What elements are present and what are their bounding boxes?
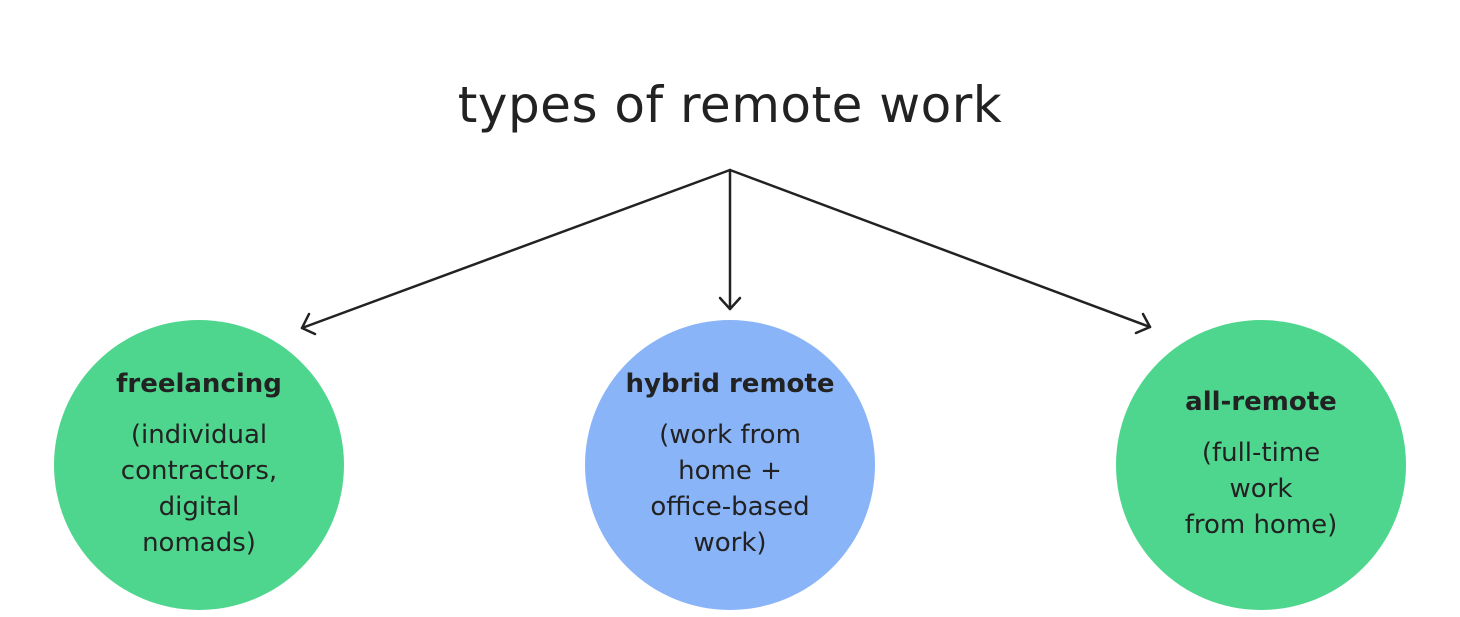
description-line: (full-time xyxy=(1201,437,1321,468)
description-line: office-based xyxy=(650,491,810,522)
node-description: (individual contractors, digital nomads) xyxy=(121,417,277,561)
diagram-title: types of remote work xyxy=(457,76,1003,134)
arrow-to-freelancing xyxy=(300,168,732,330)
node-description: (full-time work from home) xyxy=(1185,435,1338,543)
description-line: work xyxy=(1229,473,1293,504)
arrowhead-hybrid-remote xyxy=(718,296,742,311)
description-line: contractors, xyxy=(120,455,278,486)
description-line: home + xyxy=(678,455,782,486)
arrowhead-freelancing xyxy=(300,312,317,336)
description-line: from home) xyxy=(1184,509,1338,540)
node-heading: hybrid remote xyxy=(625,369,835,400)
arrow-to-all-remote xyxy=(728,168,1152,329)
description-line: nomads) xyxy=(142,527,256,558)
description-line: (individual xyxy=(130,419,268,450)
node-freelancing: freelancing (individual contractors, dig… xyxy=(54,320,344,610)
node-heading: all-remote xyxy=(1185,387,1337,418)
node-all-remote: all-remote (full-time work from home) xyxy=(1116,320,1406,610)
arrowhead-all-remote xyxy=(1134,312,1152,335)
description-line: work) xyxy=(693,527,767,558)
node-heading: freelancing xyxy=(116,369,282,400)
node-description: (work from home + office-based work) xyxy=(650,417,809,561)
node-hybrid-remote: hybrid remote (work from home + office-b… xyxy=(585,320,875,610)
description-line: (work from xyxy=(659,419,801,450)
description-line: digital xyxy=(158,491,240,522)
